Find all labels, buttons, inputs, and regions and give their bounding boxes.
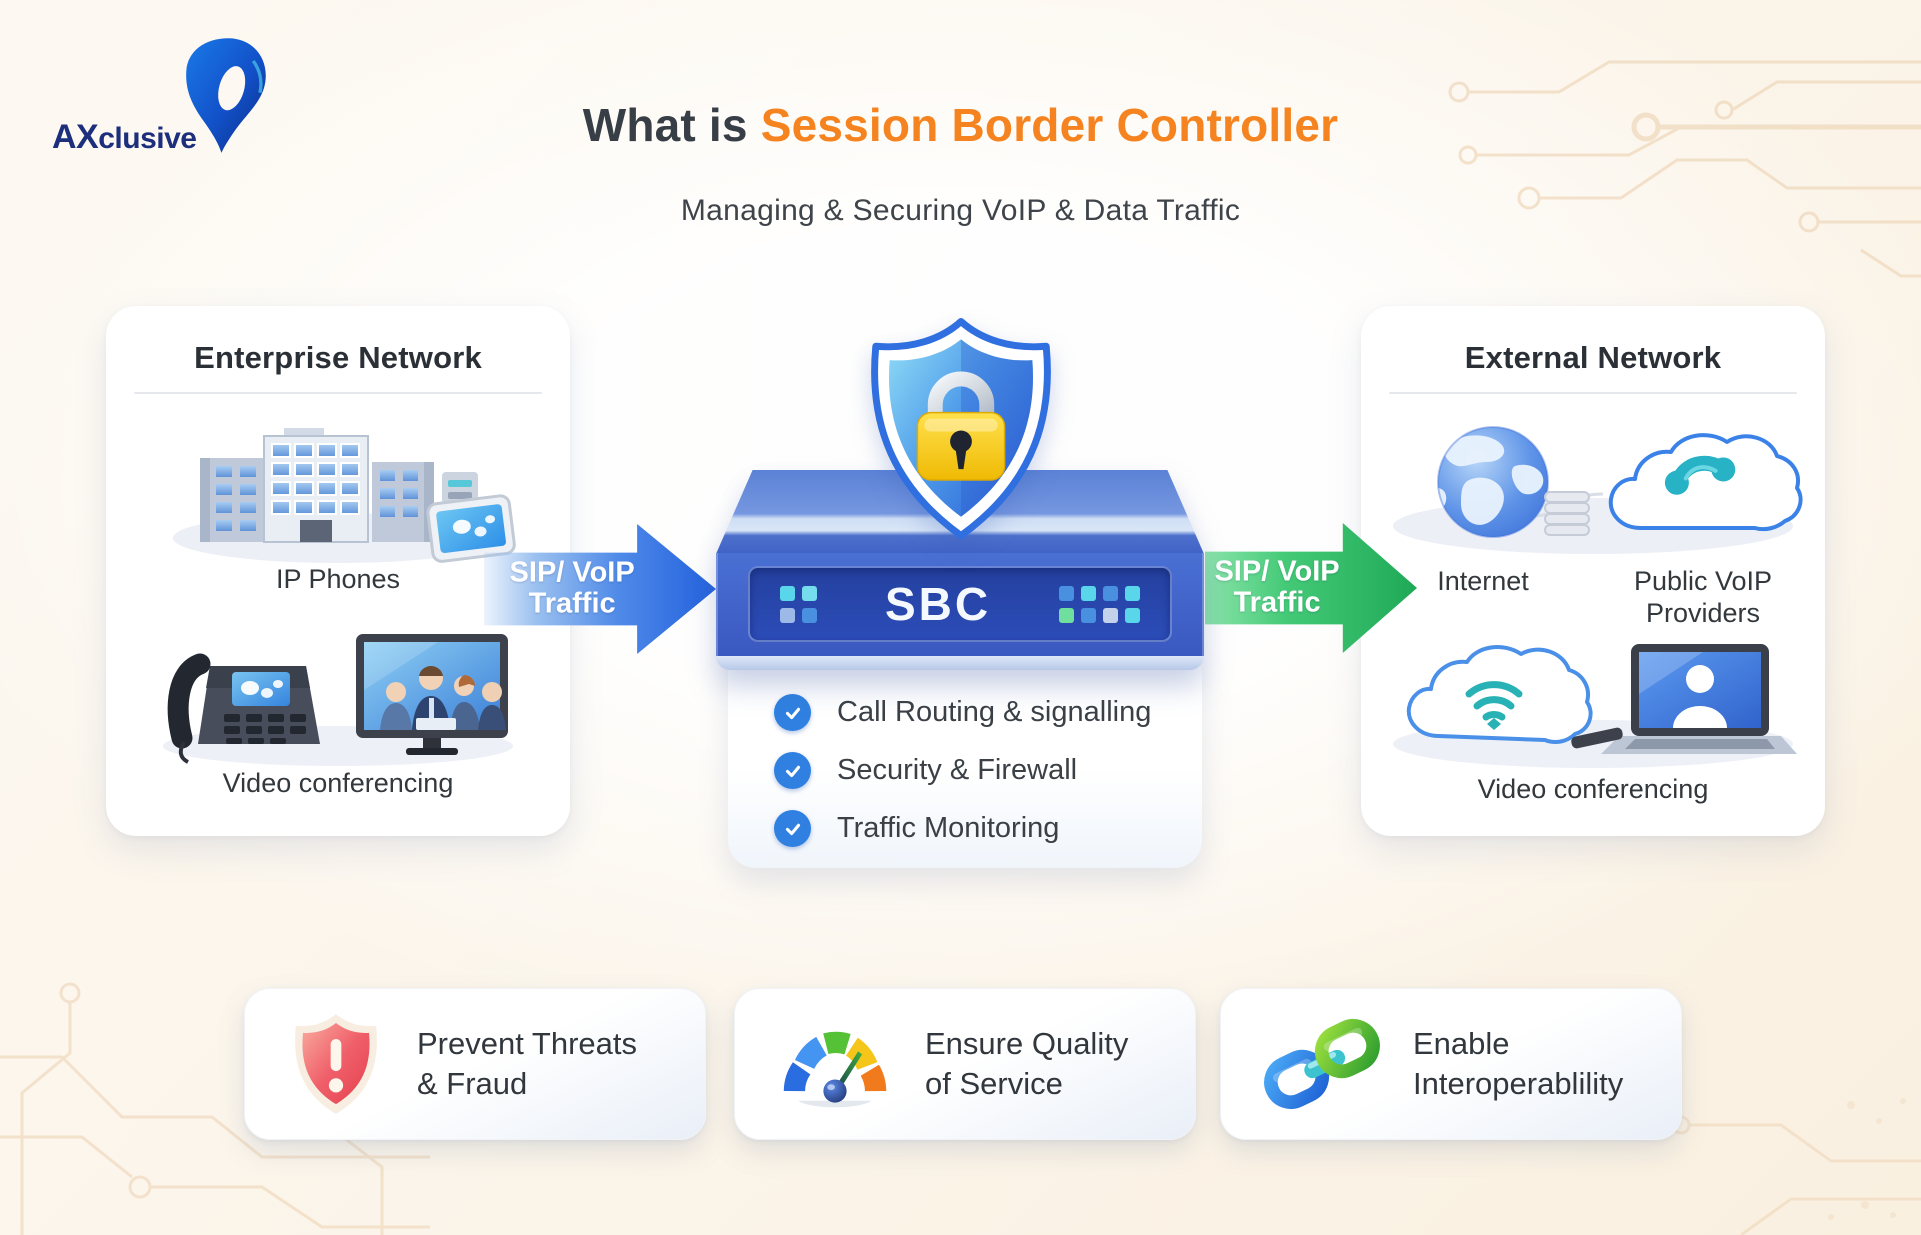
check-icon	[774, 810, 811, 847]
benefit-label: Prevent Threats & Fraud	[417, 1025, 637, 1101]
arrow-right-label: SIP/ VoIP Traffic	[1214, 555, 1340, 619]
sbc-features-list: Call Routing & signalling Security & Fir…	[774, 694, 1202, 847]
title-prefix: What is	[582, 99, 748, 151]
sbc-indicator-lights-left	[780, 585, 817, 623]
sbc-appliance-base	[716, 656, 1204, 670]
chain-links-icon	[1264, 1019, 1380, 1109]
brand-logo-text: AXclusive	[52, 118, 197, 157]
benefit-card-prevent-threats: Prevent Threats & Fraud	[244, 988, 706, 1140]
sbc-features-card: Call Routing & signalling Security & Fir…	[728, 648, 1202, 868]
axclusive-drop-icon	[186, 38, 266, 153]
benefit-card-interoperability: Enable Interoperablility	[1220, 988, 1682, 1140]
sbc-indicator-lights-right	[1059, 585, 1140, 623]
ip-phones-label: IP Phones	[275, 564, 401, 594]
sbc-appliance-front: SBC	[716, 553, 1204, 657]
wifi-cloud-and-laptop-icon	[1393, 643, 1797, 768]
enterprise-network-card: Enterprise Network	[106, 306, 570, 836]
enterprise-card-title: Enterprise Network	[194, 340, 482, 375]
arrow-left-label: SIP/ VoIP Traffic	[509, 556, 635, 620]
ip-phone-and-monitor-icon	[163, 633, 513, 766]
sbc-front-panel: SBC	[748, 566, 1172, 642]
brand-logo: AXclusive	[52, 36, 292, 156]
feature-item: Security & Firewall	[774, 752, 1202, 789]
page-subtitle: Managing & Securing VoIP & Data Traffic	[680, 194, 1241, 227]
video-conferencing-label-enterprise: Video conferencing	[222, 767, 454, 798]
benefit-card-quality-of-service: Ensure Quality of Service	[734, 988, 1196, 1140]
title-highlight: Session Border Controller	[760, 99, 1339, 151]
benefit-label: Enable Interoperablility	[1413, 1025, 1624, 1101]
feature-item: Call Routing & signalling	[774, 694, 1202, 731]
security-shield-lock-icon	[871, 318, 1051, 539]
external-card-title: External Network	[1464, 340, 1722, 375]
office-buildings-icon	[173, 428, 516, 563]
card-divider	[134, 392, 542, 394]
sbc-label: SBC	[884, 578, 992, 630]
logo-text-bold: AX	[52, 118, 99, 156]
external-labels-row: Internet Public VoIP Providers	[1373, 566, 1813, 630]
speed-gauge-icon	[783, 1031, 887, 1108]
video-conferencing-label-external: Video conferencing	[1477, 773, 1709, 804]
alert-shield-icon	[295, 1014, 377, 1114]
check-icon	[774, 752, 811, 789]
public-voip-providers-label: Public VoIP Providers	[1633, 566, 1773, 628]
feature-item: Traffic Monitoring	[774, 810, 1202, 847]
benefit-label: Ensure Quality of Service	[925, 1025, 1129, 1101]
logo-text-rest: clusive	[98, 122, 197, 155]
internet-and-voip-cloud-icon	[1393, 426, 1803, 554]
internet-label: Internet	[1437, 566, 1529, 596]
card-divider	[1389, 392, 1797, 394]
check-icon	[774, 694, 811, 731]
external-network-card: External Network	[1361, 306, 1825, 836]
